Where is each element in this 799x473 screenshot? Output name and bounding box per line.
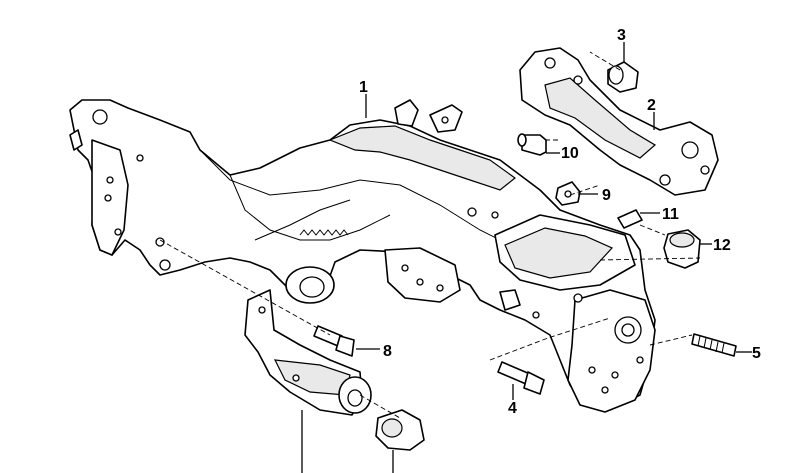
lower-arm-part — [244, 289, 425, 451]
small-bushing-part — [607, 61, 639, 93]
callouts: 1 2 3 4 5 8 9 10 11 12 — [359, 27, 761, 417]
leader-lines — [301, 42, 752, 473]
callout-2: 2 — [647, 97, 656, 114]
pin-part — [617, 209, 643, 229]
clip-nut-part — [555, 181, 581, 206]
subframe-part — [69, 99, 656, 413]
stud-part — [517, 133, 547, 156]
callout-9: 9 — [602, 187, 611, 204]
threaded-stud-part — [691, 333, 737, 357]
callout-12: 12 — [713, 237, 731, 254]
callout-11: 11 — [662, 206, 679, 223]
callout-4: 4 — [508, 400, 517, 417]
assembly-lines — [159, 51, 701, 419]
callout-3: 3 — [617, 27, 626, 44]
callout-10: 10 — [561, 145, 579, 162]
callout-8: 8 — [383, 343, 392, 360]
callout-1: 1 — [359, 79, 368, 96]
callout-5: 5 — [752, 345, 761, 362]
bolt-4-part — [497, 361, 545, 395]
bolt-8-part — [313, 325, 355, 357]
bracket-part — [519, 47, 719, 196]
bushing-part — [663, 229, 701, 269]
